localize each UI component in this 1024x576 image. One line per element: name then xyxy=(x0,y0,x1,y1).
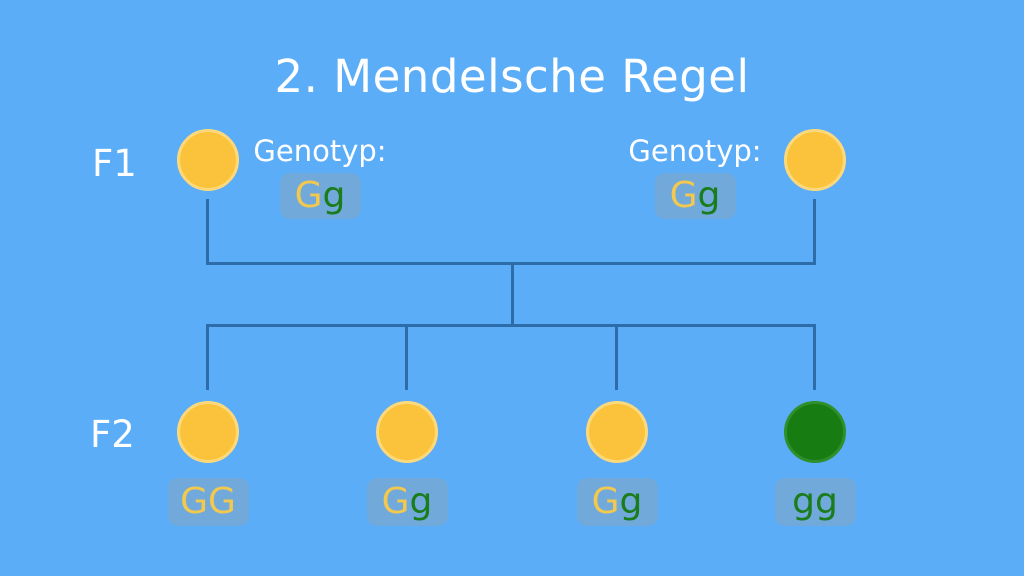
generation-label-f1: F1 xyxy=(92,142,137,185)
f2-offspring-1-phenotype-circle xyxy=(177,401,239,463)
allele-letter: G xyxy=(208,481,236,522)
allele-letter: G xyxy=(180,481,208,522)
f2-offspring-4-phenotype-circle xyxy=(784,401,846,463)
f1-parent-2-genotype-block: Genotyp: G g xyxy=(625,134,765,219)
connector-f2-offspring1-drop xyxy=(206,324,209,390)
connector-f1-parent2-drop xyxy=(813,199,816,263)
allele-letter: g xyxy=(409,481,433,522)
allele-letter: G xyxy=(381,481,410,522)
allele-letter: g xyxy=(815,481,838,522)
connector-f2-offspring4-drop xyxy=(813,324,816,390)
connector-offspring-bar xyxy=(206,324,816,327)
f1-parent-1 xyxy=(177,129,239,191)
connector-f2-offspring2-drop xyxy=(405,324,408,390)
genotype-caption: Genotyp: xyxy=(628,134,762,168)
genotype-badge: G g xyxy=(576,478,658,526)
genotype-badge: G g xyxy=(654,172,736,219)
genotype-caption: Genotyp: xyxy=(253,134,387,168)
f1-parent-2 xyxy=(784,129,846,191)
allele-letter: G xyxy=(294,174,323,216)
allele-letter: g xyxy=(792,481,815,522)
connector-f2-offspring3-drop xyxy=(615,324,618,390)
page-title: 2. Mendelsche Regel xyxy=(274,50,750,103)
f1-parent-1-genotype-block: Genotyp: G g xyxy=(250,134,390,219)
f2-offspring-3-phenotype-circle xyxy=(586,401,648,463)
allele-letter: g xyxy=(697,174,721,216)
allele-letter: G xyxy=(591,481,620,522)
allele-letter: g xyxy=(619,481,643,522)
f1-parent-1-phenotype-circle xyxy=(177,129,239,191)
f2-offspring-2: G g xyxy=(345,401,469,526)
allele-letter: G xyxy=(669,174,698,216)
f2-offspring-2-phenotype-circle xyxy=(376,401,438,463)
f2-offspring-1: G G xyxy=(146,401,270,526)
genotype-badge: G g xyxy=(279,172,361,219)
f2-offspring-3: G g xyxy=(555,401,679,526)
allele-letter: g xyxy=(322,174,346,216)
connector-center-drop xyxy=(511,262,514,327)
generation-label-f2: F2 xyxy=(90,413,135,456)
genotype-badge: G G xyxy=(167,478,249,526)
f1-parent-2-phenotype-circle xyxy=(784,129,846,191)
f2-offspring-4: g g xyxy=(753,401,877,526)
genotype-badge: G g xyxy=(366,478,448,526)
genotype-badge: g g xyxy=(774,478,856,526)
connector-f1-parent1-drop xyxy=(206,199,209,263)
